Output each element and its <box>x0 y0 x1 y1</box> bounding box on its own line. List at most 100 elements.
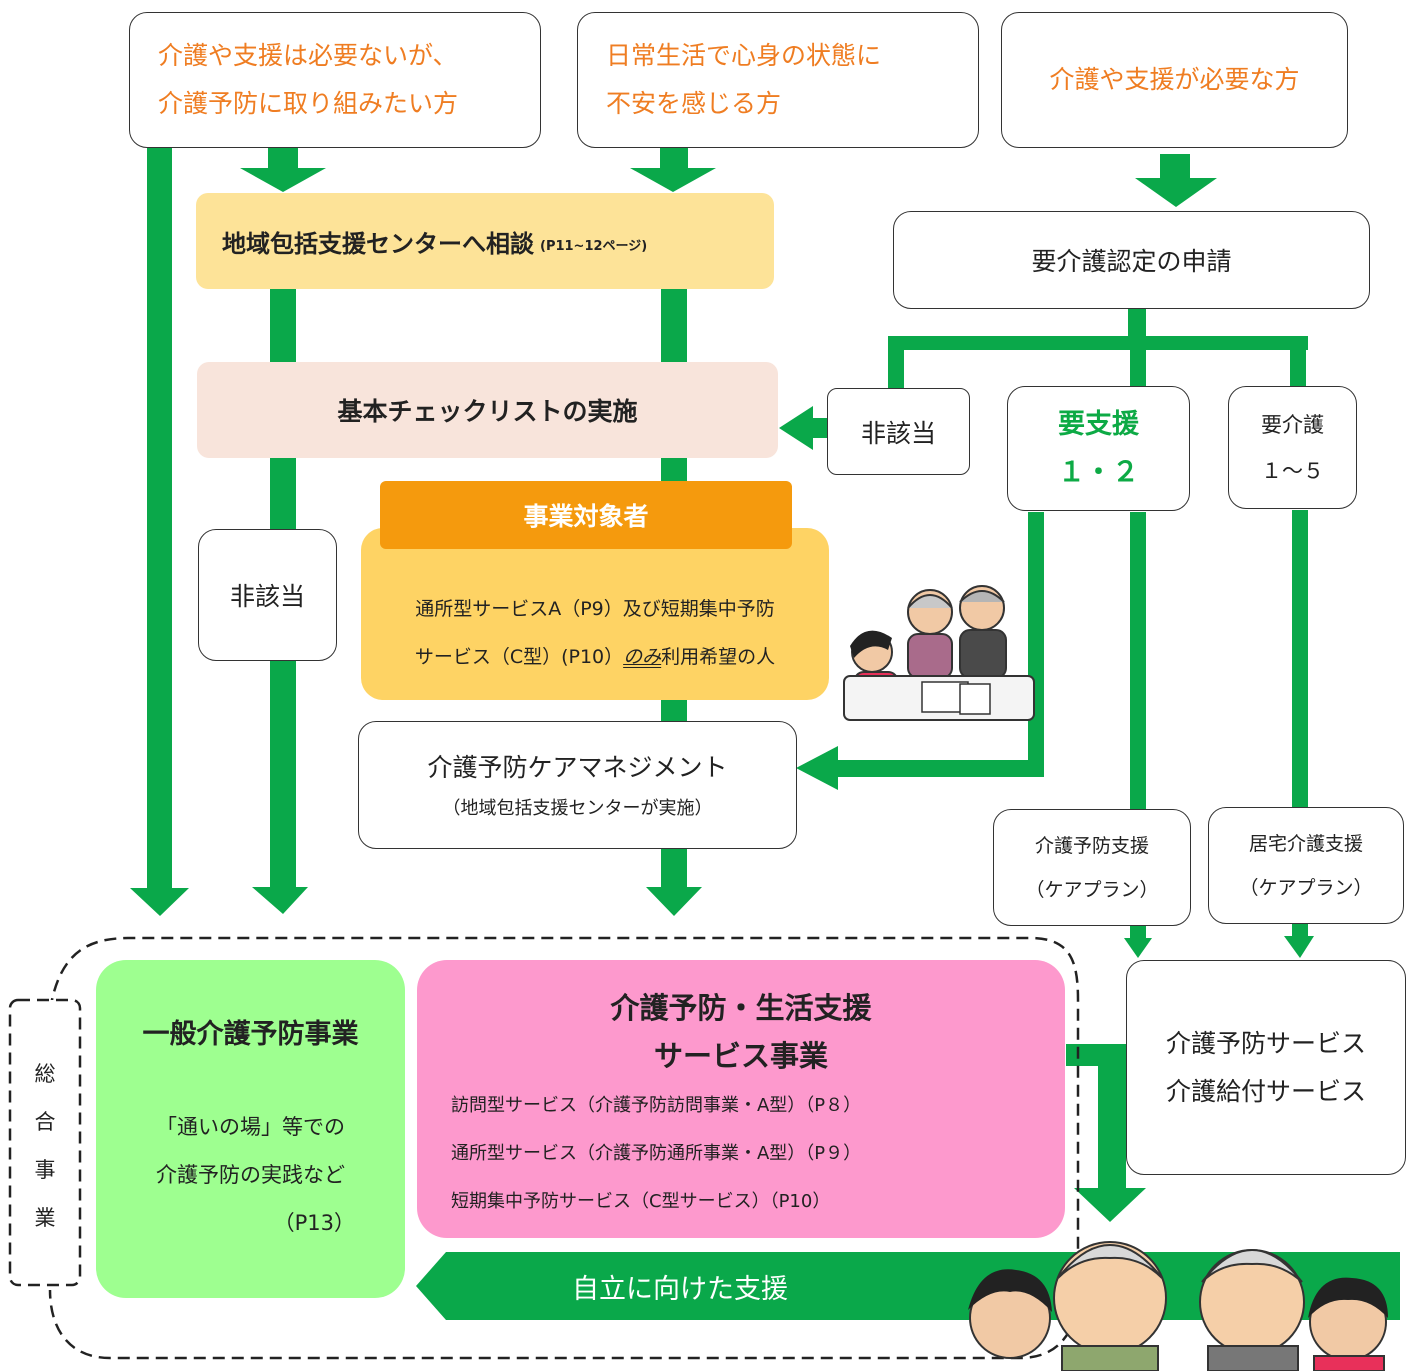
family-illustration <box>968 1241 1388 1371</box>
connector-line <box>1098 1044 1126 1194</box>
connector-line <box>810 418 830 438</box>
connector-line <box>888 336 1308 350</box>
support-needed-levels: １・２ <box>1058 456 1139 488</box>
care-needed-levels: １～５ <box>1261 458 1324 483</box>
no-care-line2: 介護予防に取り組みたい方 <box>158 89 459 118</box>
connector-line <box>1130 512 1146 810</box>
living-box: 介護予防・生活支援 サービス事業 訪問型サービス（介護予防訪問事業・A型）（P８… <box>417 960 1065 1238</box>
sogo-char: 業 <box>34 1206 56 1230</box>
target-line2-pre: サービス（C型）(P10） <box>414 646 624 668</box>
connector-line <box>270 288 296 362</box>
connector-line <box>1292 924 1308 938</box>
arrow-head-down <box>240 168 326 192</box>
target-line1: 通所型サービスA（P9）及び短期集中予防 <box>415 598 775 620</box>
general-box: 一般介護予防事業 「通いの場」等での 介護予防の実践など （P13） <box>96 960 405 1298</box>
care-mgmt-title: 介護予防ケアマネジメント <box>427 753 728 782</box>
connector-line <box>147 145 172 890</box>
care-needed-label: 要介護 <box>1261 412 1324 437</box>
consult-label: 地域包括支援センターへ相談 <box>222 229 534 258</box>
connector-line <box>661 700 687 722</box>
no-care-line1: 介護や支援は必要ないが、 <box>158 41 458 70</box>
arrow-head-down <box>130 888 189 916</box>
sogo-label: 総 合 事 業 <box>10 1050 80 1242</box>
general-title: 一般介護予防事業 <box>142 1019 359 1050</box>
not-applicable-left-label: 非該当 <box>229 582 305 611</box>
target-line2-post: 利用希望の人 <box>661 646 776 668</box>
connector-line <box>830 760 1044 777</box>
anxiety-line1: 日常生活で心身の状態に <box>606 41 882 70</box>
prev-support-line2: （ケアプラン） <box>1025 878 1159 901</box>
consultation-illustration <box>843 585 1035 721</box>
care-needed-box: 要介護 １～５ <box>1228 386 1357 509</box>
consult-pages: (P11~12ページ) <box>540 238 648 254</box>
anxiety-line2: 不安を感じる方 <box>606 89 782 118</box>
connector-line <box>888 336 904 390</box>
target-line2: サービス（C型）(P10）のみ利用希望の人 <box>415 633 775 681</box>
home-support-line1: 居宅介護支援 <box>1248 832 1363 855</box>
connector-line <box>1130 336 1146 388</box>
connector-line <box>1290 336 1306 388</box>
sogo-char: 総 <box>34 1062 56 1086</box>
sogo-char: 事 <box>34 1158 56 1182</box>
target-line2-em: のみ <box>623 646 662 668</box>
anxiety-box: 日常生活で心身の状態に 不安を感じる方 <box>577 12 979 148</box>
arrow-head-down <box>1135 178 1217 207</box>
living-item1: 訪問型サービス（介護予防訪問事業・A型）（P８） <box>451 1095 862 1116</box>
need-care-box: 介護や支援が必要な方 <box>1001 12 1348 148</box>
arrow-head-down <box>252 887 308 914</box>
sogo-outline <box>48 936 1080 1360</box>
checklist-label: 基本チェックリストの実施 <box>337 397 638 426</box>
no-care-box: 介護や支援は必要ないが、 介護予防に取り組みたい方 <box>129 12 541 148</box>
connector-line <box>1130 926 1146 940</box>
connector-line <box>270 660 296 888</box>
connector-line <box>1160 154 1190 180</box>
target-header-label: 事業対象者 <box>523 502 649 531</box>
connector-line <box>660 146 688 170</box>
consult-box: 地域包括支援センターへ相談 (P11~12ページ) <box>196 193 774 289</box>
target-box: 通所型サービスA（P9）及び短期集中予防 サービス（C型）(P10）のみ利用希望… <box>361 528 829 700</box>
target-header: 事業対象者 <box>380 481 792 549</box>
connector-line <box>270 456 296 531</box>
connector-line <box>1128 308 1146 338</box>
arrow-head-down <box>630 168 716 192</box>
living-item3: 短期集中予防サービス（C型サービス）（P10） <box>451 1191 831 1212</box>
prev-support-box: 介護予防支援 （ケアプラン） <box>993 809 1191 926</box>
arrow-head-down <box>1124 938 1152 958</box>
general-pages: （P13） <box>273 1211 355 1235</box>
arrow-head-down <box>1284 936 1314 958</box>
support-needed-box: 要支援 １・２ <box>1007 386 1190 511</box>
services-line1: 介護予防サービス <box>1165 1028 1366 1058</box>
application-box: 要介護認定の申請 <box>893 211 1370 309</box>
independence-label-wrap: 自立に向けた支援 <box>446 1252 1146 1320</box>
arrow-head-down <box>646 887 702 916</box>
services-line2: 介護給付サービス <box>1165 1076 1366 1106</box>
living-title1: 介護予防・生活支援 <box>610 991 872 1025</box>
not-applicable-right-box: 非該当 <box>827 388 970 475</box>
independence-label: 自立に向けた支援 <box>572 1273 788 1305</box>
connector-line <box>661 288 687 362</box>
services-box: 介護予防サービス 介護給付サービス <box>1126 960 1406 1175</box>
living-item2: 通所型サービス（介護予防通所事業・A型）（P９） <box>451 1143 862 1164</box>
home-support-box: 居宅介護支援 （ケアプラン） <box>1208 807 1404 924</box>
general-line1: 「通いの場」等での <box>156 1115 345 1139</box>
connector-line <box>268 146 298 170</box>
checklist-box: 基本チェックリストの実施 <box>197 362 778 458</box>
living-title2: サービス事業 <box>653 1039 828 1073</box>
connector-line <box>1292 510 1308 810</box>
not-applicable-right-label: 非該当 <box>860 418 936 448</box>
need-care-text: 介護や支援が必要な方 <box>1049 65 1300 94</box>
connector-line <box>661 848 687 888</box>
arrow-head-down <box>1074 1188 1146 1222</box>
application-label: 要介護認定の申請 <box>1031 247 1232 276</box>
home-support-line2: （ケアプラン） <box>1239 876 1373 899</box>
care-mgmt-sub: （地域包括支援センターが実施） <box>442 798 713 819</box>
connector-line <box>661 456 687 482</box>
general-line2: 介護予防の実践など <box>156 1163 345 1187</box>
sogo-char: 合 <box>34 1110 56 1134</box>
arrow-head-left <box>779 406 813 450</box>
care-mgmt-box: 介護予防ケアマネジメント （地域包括支援センターが実施） <box>358 721 797 849</box>
support-needed-label: 要支援 <box>1058 408 1139 440</box>
sogo-label-frame <box>8 998 82 1287</box>
not-applicable-left-box: 非該当 <box>198 529 337 661</box>
arrow-head-left <box>796 746 838 790</box>
